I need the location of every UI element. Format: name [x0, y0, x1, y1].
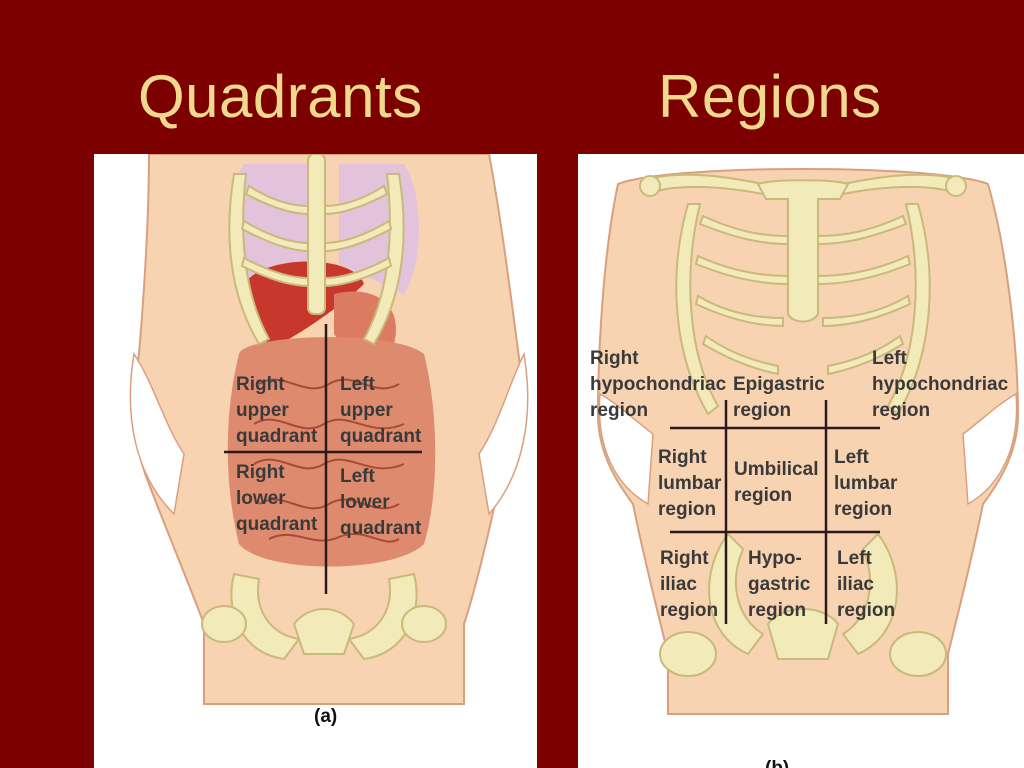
arm-gap-left [129, 352, 185, 516]
pelvis-b [659, 532, 947, 677]
clavicles [639, 173, 967, 197]
quadrants-illustration [129, 154, 529, 705]
arm-gap-right [478, 351, 529, 516]
rib-cage-b [675, 179, 931, 416]
caption-b: (b) [765, 758, 789, 768]
intestine-coils [253, 378, 405, 543]
arm-gap-right-b [962, 392, 1018, 506]
quadrants-title: Quadrants [138, 63, 423, 130]
regions-title: Regions [658, 63, 882, 130]
regions-illustration [596, 168, 1020, 715]
arm-gap-left-b [598, 392, 654, 506]
pelvis-a [201, 572, 447, 661]
rib-cage-a [228, 154, 405, 346]
caption-a: (a) [314, 706, 338, 727]
